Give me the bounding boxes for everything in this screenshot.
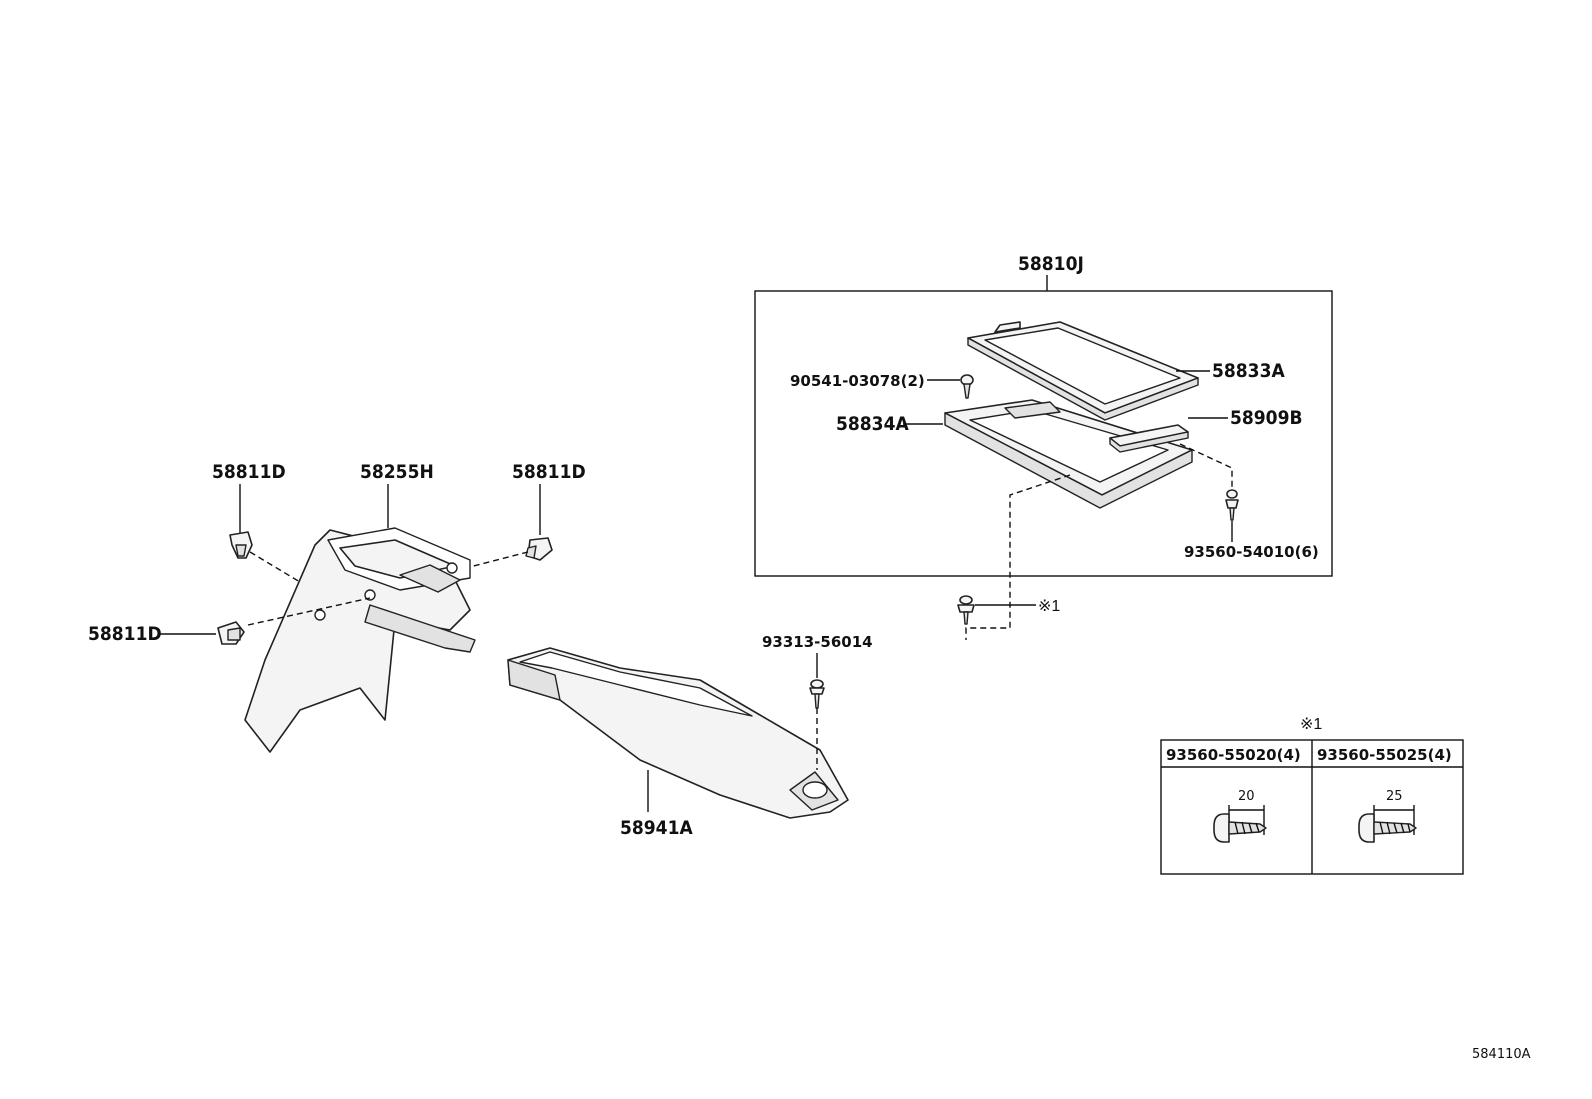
console-58255H bbox=[244, 527, 476, 753]
dash-58811D-left bbox=[247, 597, 371, 626]
legend-screw-20 bbox=[1213, 805, 1267, 843]
label-58811D-top-left: 58811D bbox=[212, 461, 286, 483]
label-58811D-left: 58811D bbox=[88, 623, 162, 645]
legend-screw-25 bbox=[1358, 805, 1417, 843]
clip-58811D-top-left bbox=[229, 531, 253, 559]
cover-58941A bbox=[507, 647, 849, 819]
legend-part-1: 93560-55020(4) bbox=[1166, 746, 1301, 764]
label-ref-1: ※1 bbox=[1038, 598, 1060, 615]
legend-title: ※1 bbox=[1300, 716, 1322, 733]
lid-frame-58833A bbox=[967, 321, 1199, 421]
clip-58811D-left bbox=[217, 621, 245, 645]
label-58834A: 58834A bbox=[836, 413, 909, 435]
label-58909B: 58909B bbox=[1230, 407, 1303, 429]
label-90541: 90541-03078(2) bbox=[790, 372, 925, 390]
label-58811D-top-right: 58811D bbox=[512, 461, 586, 483]
dash-58811D-top-right bbox=[449, 551, 529, 573]
pin-90541 bbox=[960, 374, 974, 399]
legend-part-2: 93560-55025(4) bbox=[1317, 746, 1452, 764]
assembly-frame-58810J bbox=[754, 290, 1333, 577]
screw-93560-54010 bbox=[1225, 489, 1239, 521]
label-58810J: 58810J bbox=[1018, 253, 1084, 275]
label-93313-56014: 93313-56014 bbox=[762, 633, 873, 651]
dash-ref-screw bbox=[965, 474, 1071, 640]
label-58255H: 58255H bbox=[360, 461, 434, 483]
dash-58811D-top-left bbox=[249, 551, 331, 601]
label-58833A: 58833A bbox=[1212, 360, 1285, 382]
dash-screw-93560-54010 bbox=[1179, 443, 1233, 488]
clip-58811D-top-right bbox=[525, 537, 553, 561]
legend-dim-20: 20 bbox=[1238, 789, 1255, 804]
pad-58909B bbox=[1109, 424, 1189, 453]
diagram-id: 584110A bbox=[1472, 1047, 1531, 1062]
label-93560-54010: 93560-54010(6) bbox=[1184, 543, 1319, 561]
screw-93313-56014 bbox=[809, 679, 825, 709]
label-58941A: 58941A bbox=[620, 817, 693, 839]
screw-ref-1 bbox=[957, 595, 975, 625]
legend-dim-25: 25 bbox=[1386, 789, 1403, 804]
tray-58834A bbox=[944, 399, 1193, 509]
